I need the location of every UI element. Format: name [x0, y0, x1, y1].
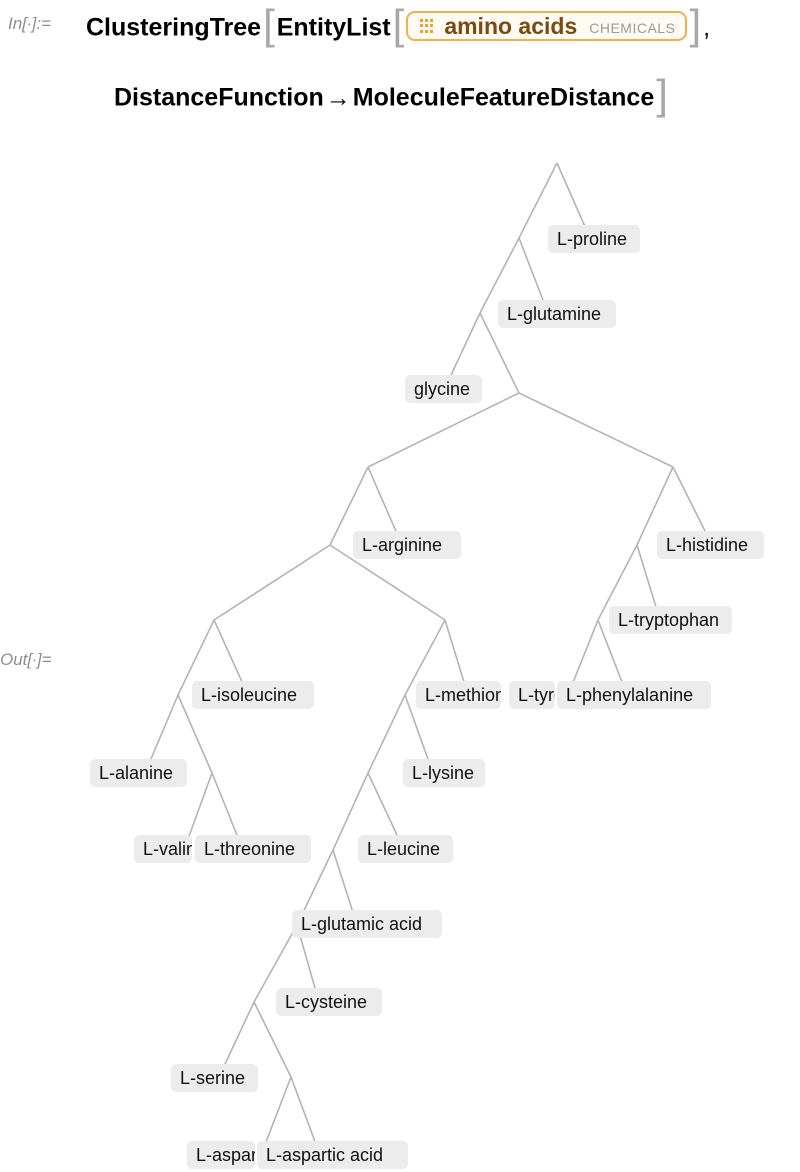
tree-edge [597, 544, 638, 621]
output-cell-label: Out[∙]= [0, 650, 52, 669]
tree-edge [518, 392, 674, 468]
tree-leaf-label: L-tyrosine [509, 681, 555, 709]
open-bracket-inner: [ [392, 1, 405, 48]
input-cell-label: In[∙]:= [8, 14, 51, 33]
tree-leaf-label: L-histidine [657, 531, 764, 559]
tree-edge [479, 312, 520, 394]
tree-leaf-label: L-methionine [416, 681, 501, 709]
tree-edge [367, 694, 406, 774]
tree-leaf-label: L-serine [171, 1064, 258, 1092]
tree-edge [329, 466, 369, 546]
open-bracket: [ [263, 1, 275, 48]
tree-edge [253, 924, 298, 1003]
option-value: MoleculeFeatureDistance [352, 83, 655, 112]
entity-type: CHEMICALS [589, 20, 676, 36]
tree-edge [636, 466, 674, 546]
tree-leaf-label: L-aspartic acid [257, 1141, 408, 1169]
tree-leaf-label: L-phenylalanine [557, 681, 711, 709]
tree-leaf-label: L-asparagine [187, 1141, 255, 1169]
tree-leaf-label: L-glutamine [498, 300, 616, 328]
tree-leaf-label: L-threonine [195, 835, 311, 863]
tree-edge [479, 237, 520, 314]
tree-leaf-label: L-valine [134, 835, 192, 863]
tree-edge [253, 1001, 292, 1078]
tree-edge [177, 619, 215, 696]
tree-leaf-label: L-cysteine [276, 988, 382, 1016]
close-bracket-inner: ] [689, 1, 702, 48]
comma: , [703, 13, 711, 42]
rule-arrow: → [325, 83, 351, 112]
tree-edge [177, 694, 213, 774]
tree-edge [518, 162, 558, 239]
entity-class-grid-icon [420, 19, 434, 33]
tree-leaf-label: L-glutamic acid [292, 910, 442, 938]
input-code-line-2[interactable]: DistanceFunction→MoleculeFeatureDistance… [114, 74, 670, 120]
entitylist-name: EntityList [276, 13, 391, 42]
tree-leaf-label: L-tryptophan [609, 606, 732, 634]
tree-leaf-label: glycine [405, 375, 482, 403]
tree-leaf-label: L-alanine [90, 759, 187, 787]
function-name: ClusteringTree [86, 13, 262, 42]
tree-edge [404, 619, 446, 696]
tree-leaf-label: L-lysine [403, 759, 485, 787]
entity-name: amino acids [444, 12, 578, 39]
tree-leaf-label: L-arginine [353, 531, 461, 559]
entity-class-box[interactable]: amino acids CHEMICALS [406, 11, 688, 41]
option-name: DistanceFunction [114, 83, 324, 112]
close-bracket: ] [656, 71, 668, 118]
tree-edge [213, 544, 331, 621]
tree-leaf-label: L-leucine [358, 835, 453, 863]
tree-edge [329, 544, 446, 621]
tree-leaf-label: L-proline [548, 225, 640, 253]
tree-edge [332, 772, 369, 851]
tree-edge [367, 392, 520, 468]
tree-leaf-label: L-isoleucine [192, 681, 314, 709]
